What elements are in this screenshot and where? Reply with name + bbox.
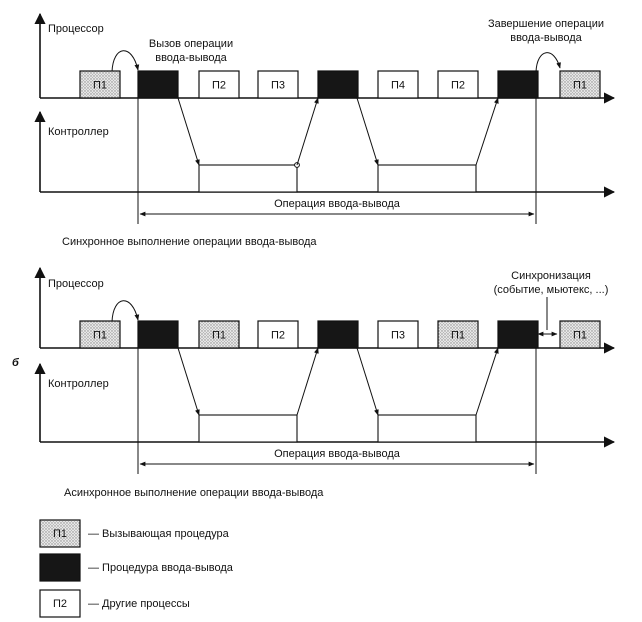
controller-activity-2 [377, 164, 477, 193]
box-label: П3 [391, 330, 405, 342]
complete-label-line1: Завершение операции [488, 18, 604, 30]
other-process-box [198, 70, 240, 99]
io-end-arrow-2 [475, 347, 499, 416]
controller-label: Контроллер [48, 378, 109, 390]
complete-curve-arrow [535, 52, 561, 73]
box-label: П1 [573, 80, 587, 92]
controller-activity-1 [198, 164, 298, 193]
complete-label-line2: ввода-вывода [510, 32, 582, 44]
controller-label: Контроллер [48, 126, 109, 138]
other-process-box [377, 320, 419, 349]
io-procedure-box [317, 320, 359, 349]
legend: П1 — Вызывающая процедура — Процедура ввод… [39, 519, 234, 618]
caller-procedure-box [198, 320, 240, 349]
box-label: П1 [573, 330, 587, 342]
caption: Асинхронное выполнение операции ввода-вы… [64, 487, 324, 499]
caller-procedure-box [559, 70, 601, 99]
call-curve-arrow [111, 50, 140, 73]
legend-text: — Вызывающая процедура [88, 528, 230, 540]
call-label-line2: ввода-вывода [155, 52, 227, 64]
io-end-arrow-2 [475, 97, 499, 166]
box-label: П1 [93, 330, 107, 342]
io-operation-label: Операция ввода-вывода [274, 448, 401, 460]
io-procedure-box [497, 70, 539, 99]
caller-procedure-box [79, 320, 121, 349]
io-end-arrow-1 [296, 97, 319, 166]
box-label: П3 [271, 80, 285, 92]
processor-boxes: П1 П2 П3 П4 П2 П1 [79, 70, 601, 99]
legend-swatch-other [39, 589, 81, 618]
caller-procedure-box [559, 320, 601, 349]
box-label: П4 [391, 80, 405, 92]
other-process-box [257, 320, 299, 349]
sync-label-line1: Синхронизация [511, 270, 591, 282]
processor-boxes: П1 П1 П2 П3 П1 П1 [79, 320, 601, 349]
io-start-arrow-2 [356, 97, 379, 166]
box-label: П2 [451, 80, 465, 92]
sync-diagram: Процессор Вызов операции ввода-вывода За… [34, 12, 616, 248]
box-label: П1 [212, 330, 226, 342]
async-diagram: б Процессор Синхронизация (событие, мьют… [12, 266, 616, 499]
controller-activity-2 [377, 414, 477, 443]
io-start-arrow-1 [177, 347, 200, 416]
legend-text: — Процедура ввода-вывода [88, 562, 234, 574]
io-procedure-box [137, 320, 179, 349]
caller-procedure-box [79, 70, 121, 99]
call-curve-arrow [111, 300, 140, 323]
caption: Синхронное выполнение операции ввода-выв… [62, 236, 317, 248]
processor-label: Процессор [48, 278, 104, 290]
io-procedure-box [497, 320, 539, 349]
io-procedure-box [317, 70, 359, 99]
legend-swatch-caller [39, 519, 81, 548]
io-procedure-box [137, 70, 179, 99]
legend-text: — Другие процессы [88, 598, 190, 610]
side-letter: б [12, 357, 20, 369]
controller-activity-1 [198, 414, 298, 443]
other-process-box [377, 70, 419, 99]
processor-label: Процессор [48, 23, 104, 35]
other-process-box [437, 70, 479, 99]
legend-box-label: П1 [53, 528, 67, 540]
box-label: П1 [93, 80, 107, 92]
box-label: П1 [451, 330, 465, 342]
box-label: П2 [271, 330, 285, 342]
io-start-arrow-1 [177, 97, 200, 166]
box-label: П2 [212, 80, 226, 92]
sync-label-line2: (событие, мьютекс, ...) [494, 284, 609, 296]
call-label-line1: Вызов операции [149, 38, 233, 50]
io-end-arrow-1 [296, 347, 319, 416]
io-operation-label: Операция ввода-вывода [274, 198, 401, 210]
legend-swatch-io [39, 553, 81, 582]
caller-procedure-box [437, 320, 479, 349]
legend-box-label: П2 [53, 598, 67, 610]
other-process-box [257, 70, 299, 99]
io-start-arrow-2 [356, 347, 379, 416]
